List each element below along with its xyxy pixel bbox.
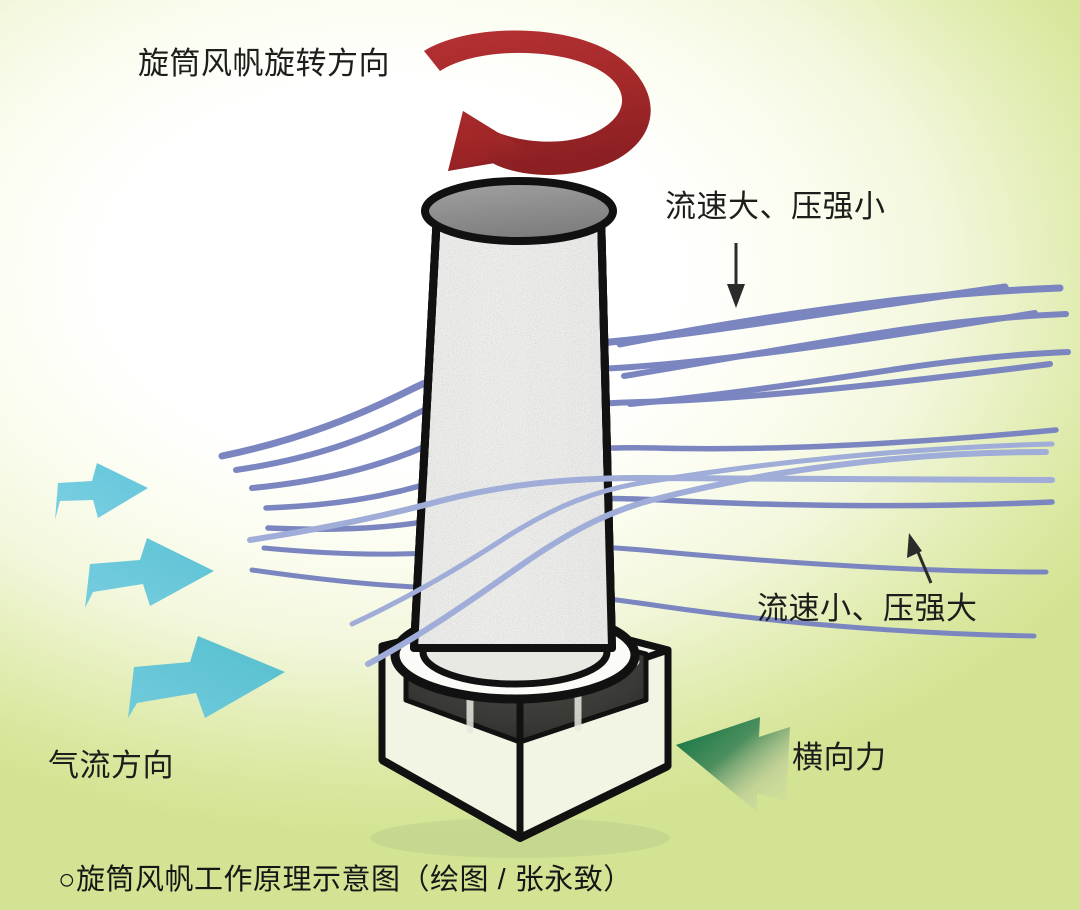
rotor-cylinder	[390, 177, 640, 704]
streamlines-upper	[616, 284, 1071, 407]
lateral-force-arrow	[676, 717, 790, 812]
label-lateral-force: 横向力	[792, 740, 887, 775]
label-slow-flow-high-pressure: 流速小、压强大	[757, 591, 978, 626]
airflow-arrow-1	[55, 463, 148, 520]
airflow-arrow-3	[128, 636, 285, 718]
streamlines-foreground	[247, 441, 1055, 667]
pointer-slow-up	[907, 533, 933, 584]
label-fast-flow-low-pressure: 流速大、压强小	[665, 189, 886, 224]
pointer-arrows	[727, 243, 933, 584]
airflow-arrow-2	[85, 538, 214, 608]
rotation-arrow	[424, 30, 651, 175]
airflow-arrows	[55, 463, 285, 718]
pointer-fast-down	[727, 243, 745, 308]
label-airflow-direction: 气流方向	[48, 748, 174, 783]
label-rotation-direction: 旋筒风帆旋转方向	[138, 46, 390, 81]
figure-caption: ○旋筒风帆工作原理示意图（绘图 / 张永致）	[58, 864, 633, 896]
